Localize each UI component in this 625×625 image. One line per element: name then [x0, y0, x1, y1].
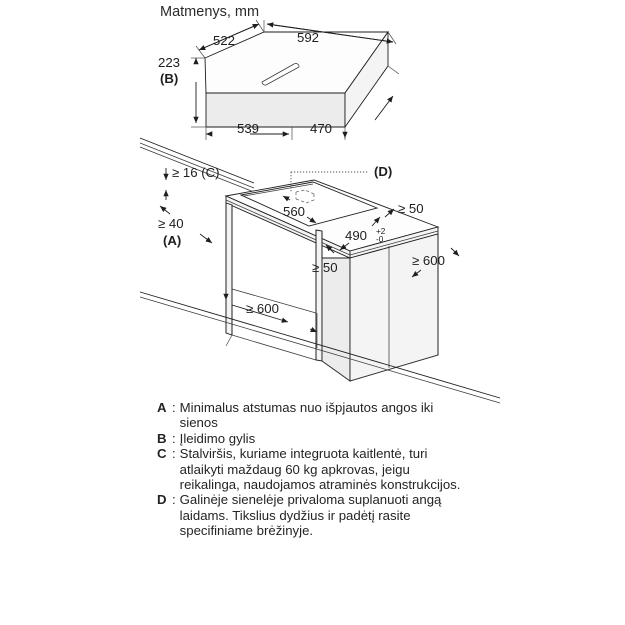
dim-label-470: 470 — [310, 121, 332, 136]
legend-key-c: C — [157, 446, 167, 462]
legend-colon-c: : — [172, 446, 176, 462]
legend-item-c: C : Stalviršis, kuriame integruota kaitl… — [157, 446, 467, 492]
legend-item-d: D : Galinėje sienelėje privaloma suplanu… — [157, 492, 467, 538]
vent-slot-icon — [261, 63, 300, 86]
appliance-body — [204, 30, 389, 129]
dimension-cutout-490: 490 +2 -0 — [339, 216, 386, 251]
page-title: Matmenys, mm — [160, 4, 260, 20]
dimension-clearance-front-50: ≥ 50 — [312, 244, 338, 275]
legend-key-a: A — [157, 400, 167, 415]
dim-label-40-ref: (A) — [163, 233, 181, 248]
dimension-clearance-right-50: ≥ 50 — [384, 201, 424, 218]
legend-text-c: Stalviršis, kuriame integruota kaitlentė… — [179, 446, 461, 493]
legend-key-d: D — [157, 492, 167, 508]
callout-label-D: (D) — [374, 164, 392, 179]
dim-label-522: 522 — [213, 33, 235, 48]
legend-item-a: A : Minimalus atstumas nuo išpjautos ang… — [157, 400, 467, 431]
dim-label-50-front: ≥ 50 — [312, 260, 338, 275]
legend-item-b: B : Įleidimo gylis — [157, 431, 467, 446]
dim-label-490-tol-plus: +2 — [376, 227, 386, 236]
dimension-legend: A : Minimalus atstumas nuo išpjautos ang… — [157, 400, 467, 539]
dim-label-490: 490 — [345, 228, 367, 243]
legend-colon-a: : — [172, 400, 176, 415]
legend-colon-b: : — [172, 430, 176, 446]
dim-label-592: 592 — [297, 30, 319, 45]
dimension-depth-522: 522 — [195, 19, 265, 59]
worktop-left-extension — [139, 137, 255, 193]
dimension-worktop-thickness: ≥ 16 (C) — [163, 165, 220, 200]
legend-text-b: Įleidimo gylis — [179, 430, 256, 446]
dim-label-490-tol-minus: -0 — [376, 235, 384, 244]
legend-colon-d: : — [172, 492, 176, 508]
legend-text-d: Galinėje sienelėje privaloma suplanuoti … — [179, 492, 442, 539]
dimension-cutout-560: 560 — [282, 195, 317, 224]
callout-D-leader: (D) — [290, 164, 392, 193]
legend-key-b: B — [157, 430, 167, 446]
dim-label-223: 223 — [158, 55, 180, 70]
legend-text-a: Minimalus atstumas nuo išpjautos angos i… — [179, 400, 434, 431]
dim-label-40: ≥ 40 — [158, 216, 184, 231]
dim-label-600-width: ≥ 600 — [246, 301, 279, 316]
dimension-height-223: 223 (B) — [158, 55, 206, 128]
cable-opening-marker — [295, 189, 315, 204]
cabinet-carcass — [225, 202, 439, 382]
dimension-width-539: 539 — [205, 121, 293, 140]
dimension-width-592: 592 — [263, 20, 397, 45]
dim-label-539: 539 — [237, 121, 259, 136]
dimension-depth-470: 470 — [310, 65, 400, 140]
dim-label-223-ref: (B) — [160, 71, 178, 86]
dim-label-16C: ≥ 16 (C) — [172, 165, 220, 180]
dim-label-50-right: ≥ 50 — [398, 201, 424, 216]
dim-label-560: 560 — [283, 204, 305, 219]
dimension-wall-distance: ≥ 40 (A) — [158, 205, 213, 248]
dim-label-600-height: ≥ 600 — [412, 253, 445, 268]
dimension-cabinet-width-600: ≥ 600 — [223, 288, 318, 348]
worktop-cutout — [239, 181, 379, 227]
dimension-cabinet-height-600: ≥ 600 — [411, 247, 460, 278]
floor-line — [139, 291, 501, 404]
